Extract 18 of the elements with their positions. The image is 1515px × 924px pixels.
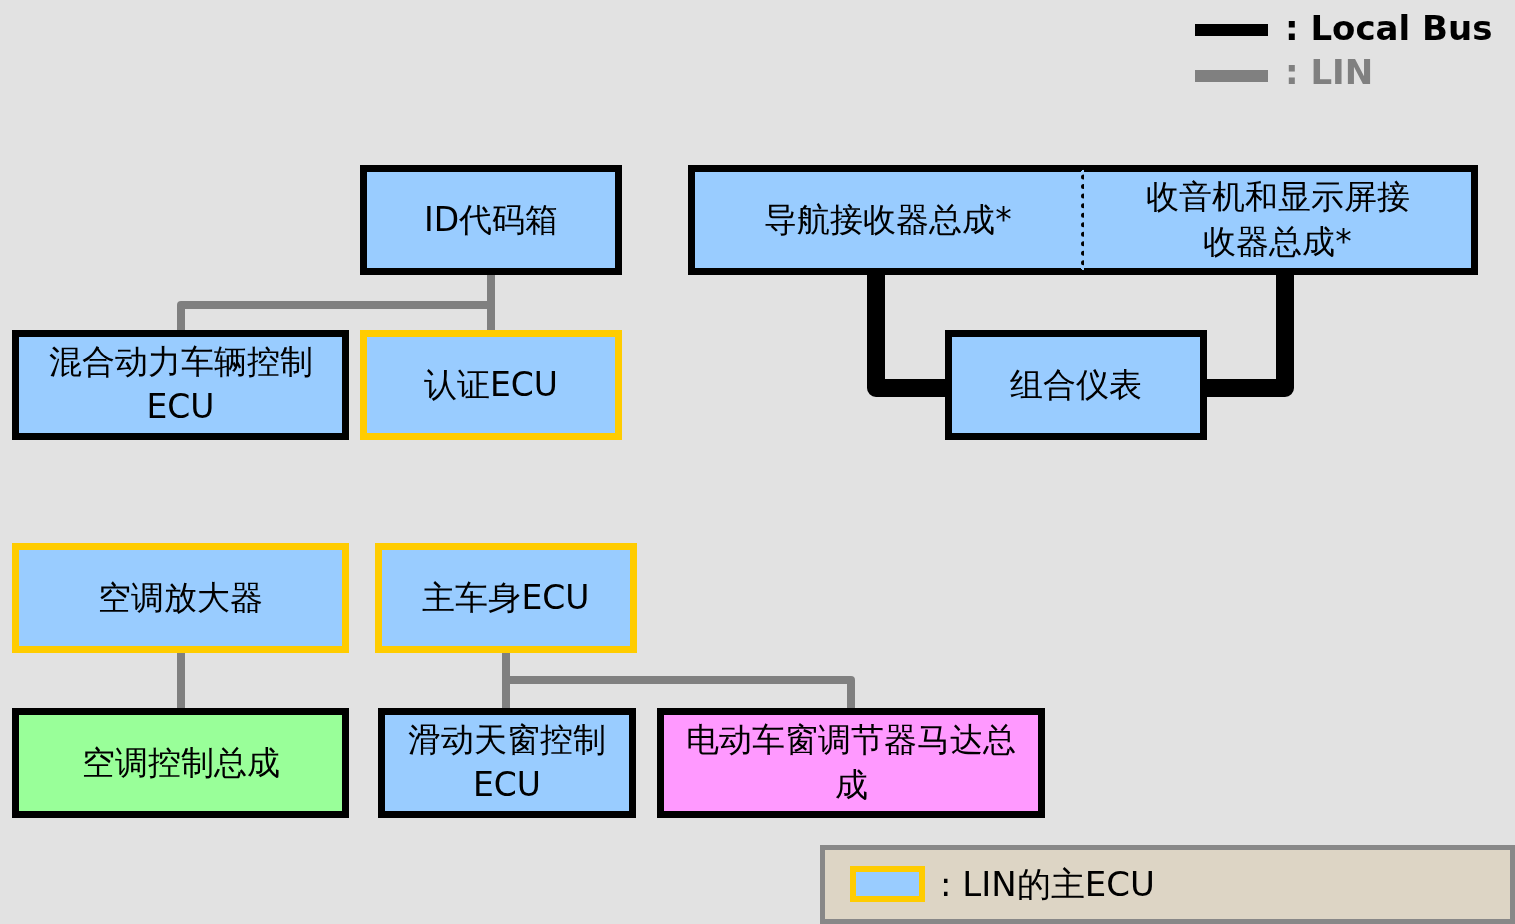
ecu-box: 认证ECU	[360, 330, 622, 440]
lin-line	[502, 653, 855, 708]
ecu-box: ID代码箱	[360, 165, 622, 275]
lin-line	[177, 275, 495, 330]
legend-label: : LIN的主ECU	[940, 863, 1155, 906]
ecu-box: 混合动力车辆控制ECU	[12, 330, 349, 440]
legend-label: : LIN	[1285, 52, 1374, 92]
ecu-box: 空调放大器	[12, 543, 349, 653]
legend-label: : Local Bus	[1285, 8, 1493, 48]
ecu-box: 电动车窗调节器马达总成	[657, 708, 1045, 818]
ecu-box: 滑动天窗控制ECU	[378, 708, 636, 818]
ecu-box: 收音机和显示屏接收器总成*	[1084, 165, 1478, 275]
ecu-box: 组合仪表	[945, 330, 1207, 440]
lin-line	[177, 653, 185, 708]
ecu-box: 主车身ECU	[375, 543, 637, 653]
ecu-box: 导航接收器总成*	[688, 165, 1086, 275]
ecu-box: 空调控制总成	[12, 708, 349, 818]
bus-line	[1207, 275, 1294, 397]
